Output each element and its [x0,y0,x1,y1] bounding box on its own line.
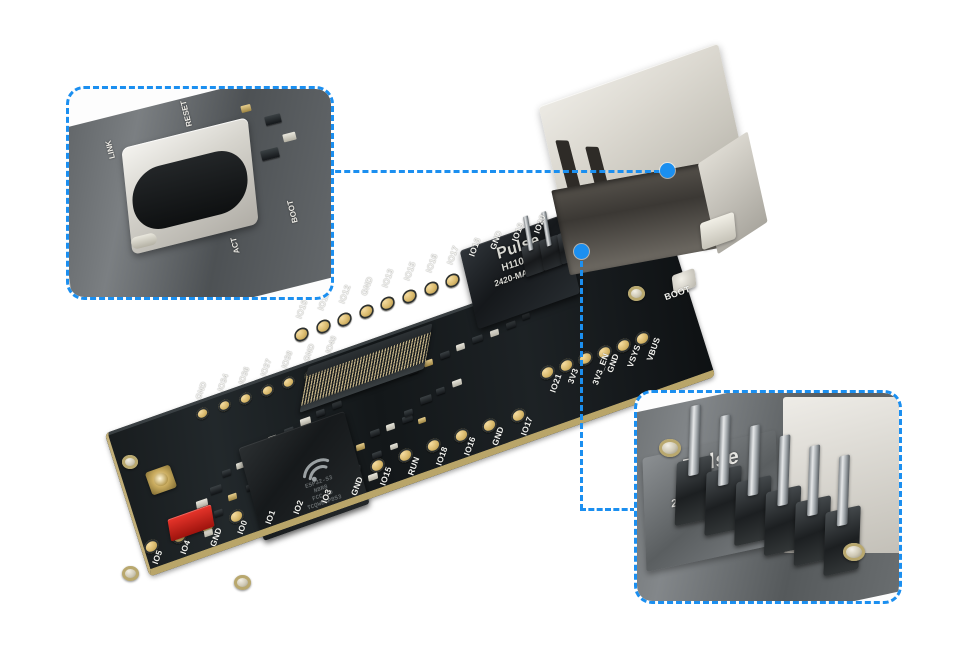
mounting-hole-bottom-mid [234,575,251,590]
pad-io17 [444,271,461,290]
rj45-ethernet-jack[interactable] [533,39,773,298]
mounting-hole-right [628,286,645,301]
silkscreen-top-io15: IO15 [401,259,418,282]
silkscreen-top-io17: IO17 [444,244,461,266]
callout-usb-c-image: LINK RESET ACT BOOT [69,89,331,297]
callout-pin-header-detail[interactable]: Pulse H1102NL 2420-MA CHINA [634,390,902,604]
silkscreen-top-io16: IO16 [423,252,440,274]
callout-usb-c-detail[interactable]: LINK RESET ACT BOOT [66,86,334,300]
leader-line-header-vertical [580,252,583,510]
callout-mounting-hole-2 [843,543,865,561]
mounting-hole-left [122,455,138,469]
callout-dot-pin-header [574,244,589,259]
callout-mounting-hole [659,439,681,457]
pad-io11 [314,317,332,336]
pad-io13 [379,294,397,313]
callout-6-pin-header[interactable] [672,393,874,601]
silkscreen-top-io12: IO12 [336,282,353,305]
pad-io15 [401,286,418,306]
silkscreen-top-io10: IO10 [293,298,310,320]
pad-io12 [336,310,353,329]
callout-pin-header-image: Pulse H1102NL 2420-MA CHINA [637,393,899,601]
leader-line-usb-c [326,170,660,173]
callout-dot-rj45 [660,163,675,178]
pad-io16 [422,279,440,298]
mounting-hole-bottom-left [122,566,139,581]
leader-line-header-horizontal [580,508,636,511]
silkscreen-top-io13: IO13 [380,267,396,289]
pad-io10 [293,325,310,344]
espressif-logo [292,447,338,488]
pad-gnd [358,302,375,321]
silkscreen-top-gnd: GND [358,275,375,297]
